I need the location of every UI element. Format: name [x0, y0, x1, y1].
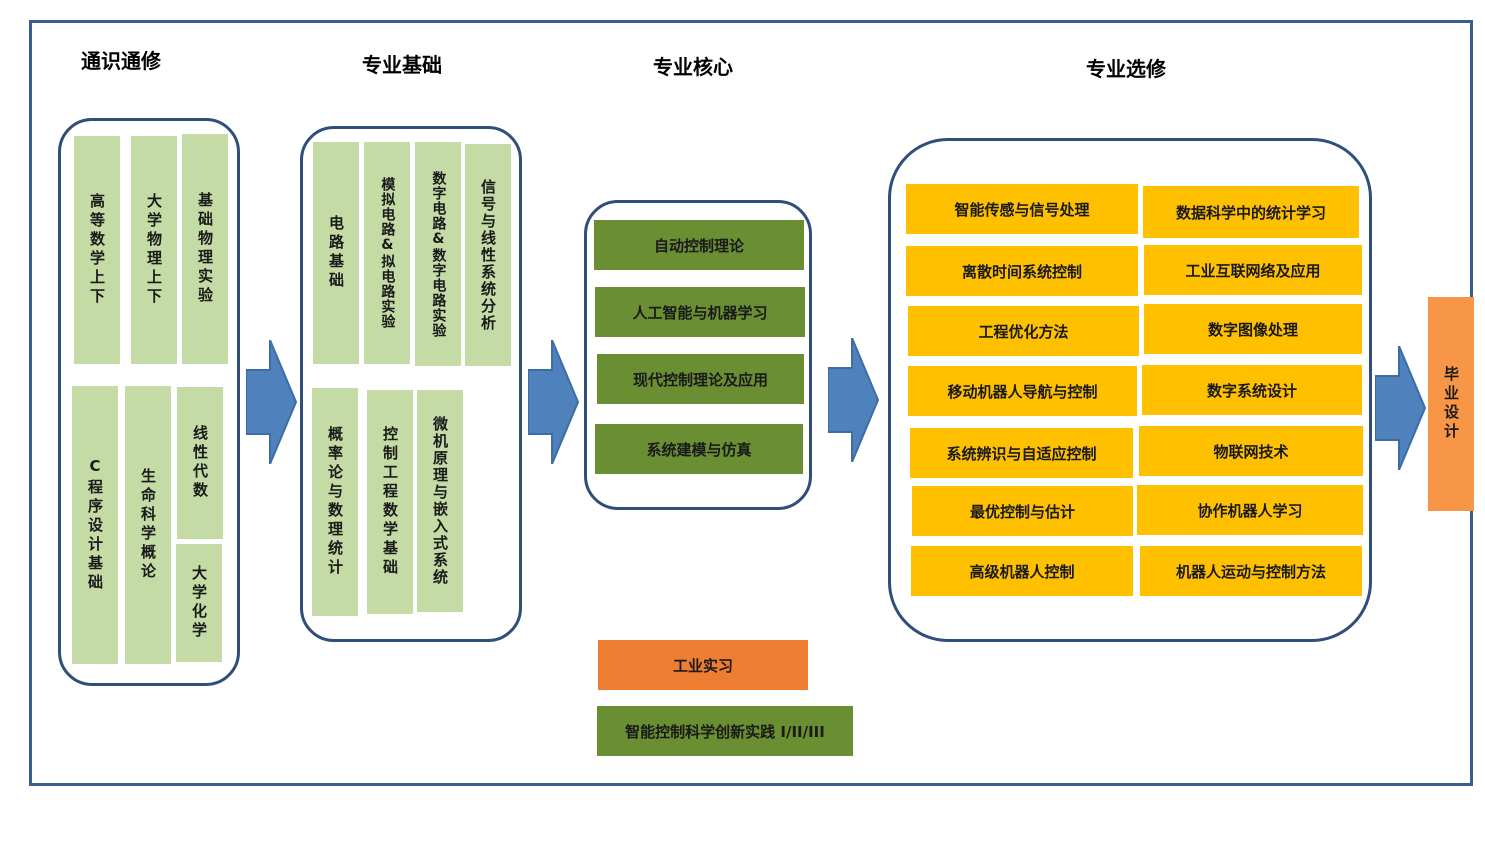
course-label: 概率论与数理统计	[326, 426, 344, 578]
course-box: C程序设计基础	[72, 386, 118, 664]
course-label: 数据科学中的统计学习	[1175, 203, 1326, 222]
course-label: 数字系统设计	[1206, 381, 1297, 400]
course-label: 高等数学上下	[88, 193, 106, 307]
course-label: 模拟电路&拟电路实验	[379, 177, 396, 329]
course-box: 线性代数	[177, 387, 223, 539]
elective-course-box: 智能传感与信号处理	[906, 184, 1138, 234]
heading-general: 通识通修	[81, 49, 161, 73]
course-label: 智能控制科学创新实践 I/II/III	[625, 722, 825, 741]
course-label: 现代控制理论及应用	[632, 370, 768, 389]
course-box: 电路基础	[313, 142, 359, 364]
course-label: 高级机器人控制	[969, 562, 1075, 581]
course-label: 毕业设计	[1442, 366, 1460, 442]
elective-course-box: 高级机器人控制	[911, 546, 1133, 596]
heading-elective: 专业选修	[1086, 57, 1166, 81]
right-arrow-icon	[828, 338, 880, 462]
course-label: 线性代数	[191, 425, 209, 501]
course-label: 控制工程数学基础	[381, 426, 399, 578]
internship-box: 工业实习	[598, 640, 808, 690]
course-label: 数字图像处理	[1207, 320, 1298, 339]
innovation-practice-box: 智能控制科学创新实践 I/II/III	[597, 706, 853, 756]
course-box: 模拟电路&拟电路实验	[364, 142, 410, 364]
course-box: 数字电路&数字电路实验	[415, 142, 461, 366]
core-course-box: 人工智能与机器学习	[595, 287, 805, 337]
course-label: 微机原理与嵌入式系统	[431, 416, 449, 586]
elective-course-box: 系统辨识与自适应控制	[910, 428, 1133, 478]
course-box: 信号与线性系统分析	[465, 144, 511, 366]
course-box: 概率论与数理统计	[312, 388, 358, 616]
elective-course-box: 离散时间系统控制	[906, 246, 1138, 296]
elective-course-box: 数字图像处理	[1144, 304, 1362, 354]
course-label: 系统辨识与自适应控制	[946, 444, 1097, 463]
elective-course-box: 最优控制与估计	[912, 486, 1133, 536]
course-label: 人工智能与机器学习	[632, 303, 768, 322]
elective-course-box: 移动机器人导航与控制	[908, 366, 1137, 416]
course-box: 高等数学上下	[74, 136, 120, 364]
course-label: 自动控制理论	[653, 236, 744, 255]
course-label: 大学物理上下	[145, 193, 163, 307]
course-label: 最优控制与估计	[969, 502, 1075, 521]
course-label: 智能传感与信号处理	[954, 200, 1090, 219]
course-label: 基础物理实验	[196, 192, 214, 306]
course-label: 离散时间系统控制	[961, 262, 1082, 281]
course-label: 信号与线性系统分析	[479, 178, 497, 332]
right-arrow-icon	[528, 340, 580, 464]
elective-course-box: 协作机器人学习	[1137, 485, 1363, 535]
course-label: 大学化学	[190, 565, 208, 641]
elective-course-box: 工程优化方法	[908, 306, 1139, 356]
core-course-box: 现代控制理论及应用	[597, 354, 804, 404]
heading-core: 专业核心	[653, 55, 733, 79]
course-label: 物联网技术	[1213, 442, 1289, 461]
graduation-project-box: 毕业设计	[1428, 297, 1474, 511]
course-box: 大学物理上下	[131, 136, 177, 364]
core-course-box: 自动控制理论	[594, 220, 804, 270]
course-label: 系统建模与仿真	[646, 440, 752, 459]
right-arrow-icon	[246, 340, 298, 464]
course-label: 机器人运动与控制方法	[1175, 562, 1326, 581]
course-label: 数字电路&数字电路实验	[430, 170, 447, 338]
course-box: 大学化学	[176, 544, 222, 662]
course-label: 工业互联网络及应用	[1185, 261, 1321, 280]
course-label: 工业实习	[672, 656, 733, 675]
course-box: 基础物理实验	[182, 134, 228, 364]
elective-course-box: 数字系统设计	[1142, 365, 1362, 415]
elective-course-box: 工业互联网络及应用	[1144, 245, 1362, 295]
course-box: 生命科学概论	[125, 386, 171, 664]
course-box: 控制工程数学基础	[367, 390, 413, 614]
elective-course-box: 机器人运动与控制方法	[1140, 546, 1362, 596]
course-label: 电路基础	[327, 215, 345, 291]
heading-foundation: 专业基础	[362, 53, 442, 77]
course-label: 移动机器人导航与控制	[947, 382, 1098, 401]
elective-course-box: 数据科学中的统计学习	[1143, 186, 1359, 238]
course-label: 协作机器人学习	[1197, 501, 1303, 520]
elective-course-box: 物联网技术	[1139, 426, 1363, 476]
course-label: 工程优化方法	[978, 322, 1069, 341]
right-arrow-icon	[1375, 346, 1427, 470]
course-label: C程序设计基础	[86, 457, 104, 593]
course-label: 生命科学概论	[139, 468, 157, 582]
core-course-box: 系统建模与仿真	[595, 424, 803, 474]
course-box: 微机原理与嵌入式系统	[417, 390, 463, 612]
